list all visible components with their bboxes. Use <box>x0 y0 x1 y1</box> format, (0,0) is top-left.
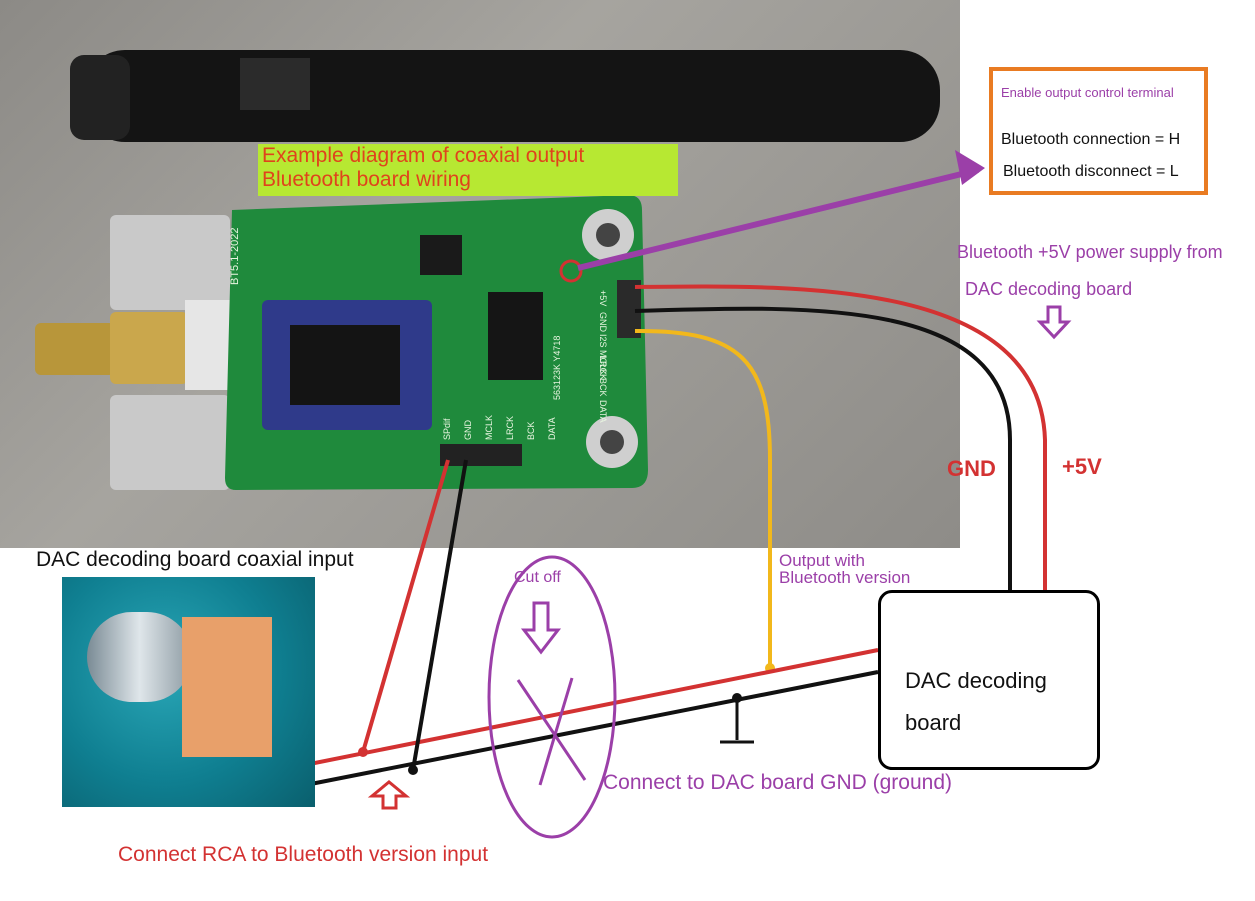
dac-box-line-2: board <box>905 710 962 735</box>
ground-junction <box>408 765 418 775</box>
banner-line-2: Bluetooth board wiring <box>262 168 471 191</box>
spdif-ground-wire <box>411 459 468 771</box>
antenna <box>70 50 940 142</box>
pcb-pin-label-bottom: BCK <box>526 421 536 440</box>
output-wire <box>634 328 772 668</box>
banner-line-1: Example diagram of coaxial output <box>262 144 585 167</box>
power-supply-label-1: Bluetooth +5V power supply from <box>957 242 1223 262</box>
enable-arrow-head <box>955 150 985 185</box>
pcb-pin-label-bottom: MCLK <box>484 415 494 440</box>
enable-box-title: Enable output control terminal <box>1001 85 1174 100</box>
enable-arrow-line <box>577 167 979 271</box>
output-label-1: Output with <box>779 551 865 570</box>
pcb-pin-label-top: I2S MCLK <box>598 334 608 375</box>
cut-off-arrow-icon <box>520 601 562 655</box>
pcb-pin-label-top: GND <box>598 312 608 333</box>
dac-coax-input-label: DAC decoding board coaxial input <box>36 548 354 571</box>
pcb-pin-label-bottom: GND <box>463 420 473 441</box>
enable-box-line-1: Bluetooth connection = H <box>1001 131 1181 148</box>
power-arrow-icon <box>1036 305 1072 340</box>
pcb-pin-label-top: +5V <box>598 290 608 306</box>
rca-metal-barrel <box>87 612 192 702</box>
pcb-model-text: BT5.1-2022 <box>229 228 241 285</box>
dac-decoding-board-box: DAC decoding board <box>878 590 1100 770</box>
rca-arrow-icon <box>367 780 411 810</box>
cut-off-cross <box>516 677 587 786</box>
connect-rca-label: Connect RCA to Bluetooth version input <box>118 843 489 866</box>
plus5v-wire <box>634 284 1047 592</box>
sma-connector <box>35 300 255 390</box>
bracket-bottom <box>110 395 230 490</box>
ground-symbol-junction <box>732 693 742 703</box>
bracket-top <box>110 215 230 310</box>
ground-symbol <box>720 698 754 744</box>
plus5v-label: +5V <box>1062 454 1102 479</box>
pcb-pin-label-bottom: DATA <box>547 417 557 440</box>
pcb-chip-text: 563123K Y4718 <box>552 336 562 400</box>
title-banner: Example diagram of coaxial output Blueto… <box>258 144 678 196</box>
pcb-pin-label-top: LRCK <box>598 356 608 380</box>
dac-box-line-1: DAC decoding <box>905 668 1047 693</box>
pcb-pin-label-bottom: SPdif <box>442 418 452 440</box>
pcb-pin-label-bottom: LRCK <box>505 416 515 440</box>
spdif-signal-wire <box>361 459 450 753</box>
pcb-board <box>225 195 648 490</box>
power-supply-label-2: DAC decoding board <box>965 279 1133 299</box>
enable-box-line-2: Bluetooth disconnect = L <box>1003 163 1179 180</box>
coax-signal-wire <box>239 648 879 780</box>
enable-control-box: Enable output control terminal Bluetooth… <box>989 67 1208 195</box>
rca-jack-photo <box>62 577 315 807</box>
gnd-wire <box>634 306 1012 592</box>
gnd-label: GND <box>947 456 996 481</box>
connect-gnd-label: Connect to DAC board GND (ground) <box>603 771 952 794</box>
pcb-pin-label-top: BCK <box>598 378 608 397</box>
cut-off-label: Cut off <box>514 569 561 586</box>
cut-off-ellipse <box>487 555 617 839</box>
output-label-2: Bluetooth version <box>779 568 911 587</box>
signal-junction <box>358 747 368 757</box>
pcb-pin-label-top: DATA <box>598 400 608 423</box>
rca-plastic-body <box>182 617 272 757</box>
